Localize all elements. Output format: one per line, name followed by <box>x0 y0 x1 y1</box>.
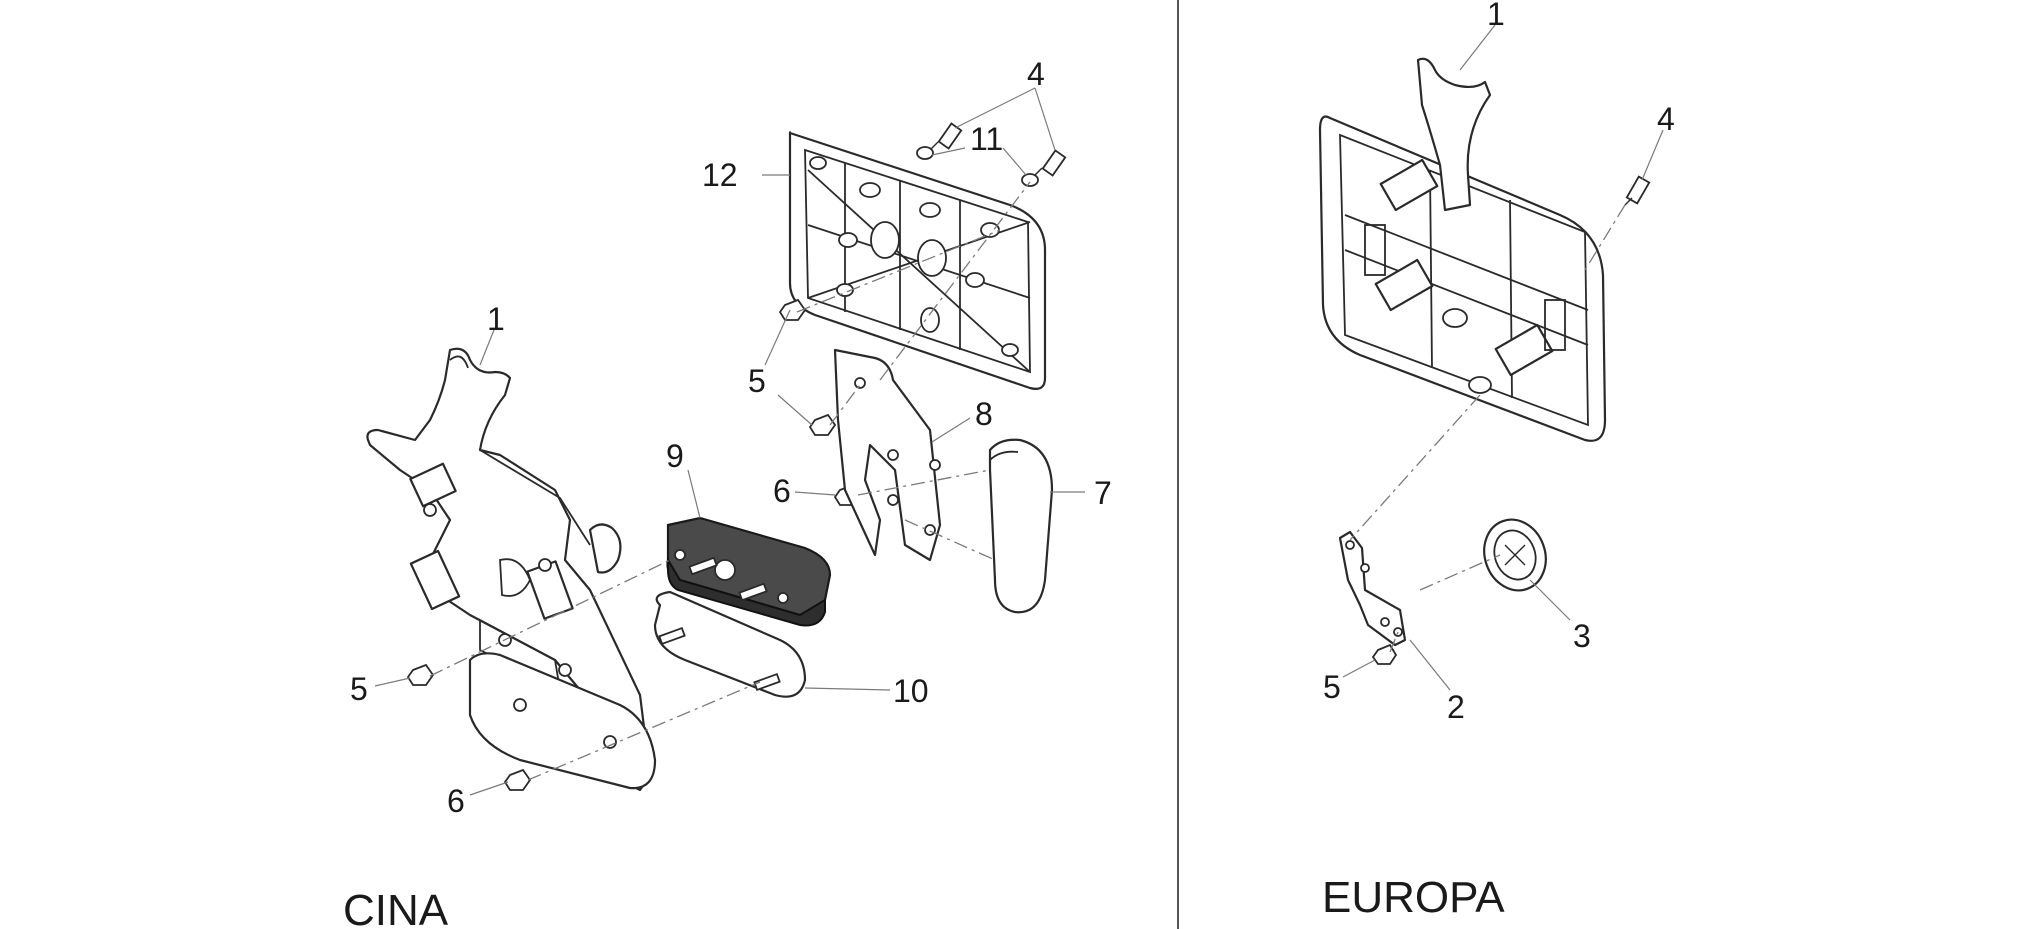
part-1-plate-holder <box>1318 57 1607 442</box>
part-4-bolt-b <box>1033 149 1067 177</box>
part-6-nut-b <box>503 768 532 791</box>
part-11-washer-a <box>916 146 934 160</box>
callout-1: 1 <box>1487 0 1505 32</box>
callout-2: 2 <box>1447 689 1465 725</box>
callout-1: 1 <box>487 301 505 337</box>
part-2-bracket <box>1338 530 1407 647</box>
part-3-round-reflector <box>1483 518 1547 592</box>
region-label-europa: EUROPA <box>1322 873 1505 922</box>
callout-12: 12 <box>702 157 738 193</box>
part-1-mudguard-bracket <box>366 347 657 792</box>
callout-5-lower: 5 <box>350 671 368 707</box>
part-7-reflector <box>988 438 1054 614</box>
part-11-washer-b <box>1021 173 1039 187</box>
part-5-nut-b <box>808 413 837 436</box>
part-5-nut-a <box>778 298 807 321</box>
part-8-bracket <box>833 348 942 562</box>
callout-5: 5 <box>1323 669 1341 705</box>
part-5-nut-c <box>406 663 435 686</box>
callout-6-upper: 6 <box>773 473 791 509</box>
part-12-plate-frame <box>788 131 1047 390</box>
callout-4: 4 <box>1027 56 1045 92</box>
part-9-tail-light <box>666 516 832 627</box>
callout-3: 3 <box>1573 618 1591 654</box>
callout-5-upper: 5 <box>748 363 766 399</box>
callout-9: 9 <box>666 438 684 474</box>
callout-8: 8 <box>975 396 993 432</box>
callout-10: 10 <box>893 673 929 709</box>
cina-assembly: 1 4 11 12 5 8 9 6 7 5 10 6 CINA <box>343 56 1112 929</box>
europa-assembly: 1 4 3 5 2 EUROPA <box>1318 0 1675 922</box>
callout-11: 11 <box>970 121 1003 157</box>
region-label-cina: CINA <box>343 886 449 929</box>
callout-6-lower: 6 <box>447 783 465 819</box>
part-4-bolt <box>1624 175 1651 206</box>
part-5-nut <box>1371 643 1398 665</box>
part-10-oval-lens <box>653 590 807 698</box>
callout-7: 7 <box>1094 475 1112 511</box>
callout-4: 4 <box>1657 101 1675 137</box>
